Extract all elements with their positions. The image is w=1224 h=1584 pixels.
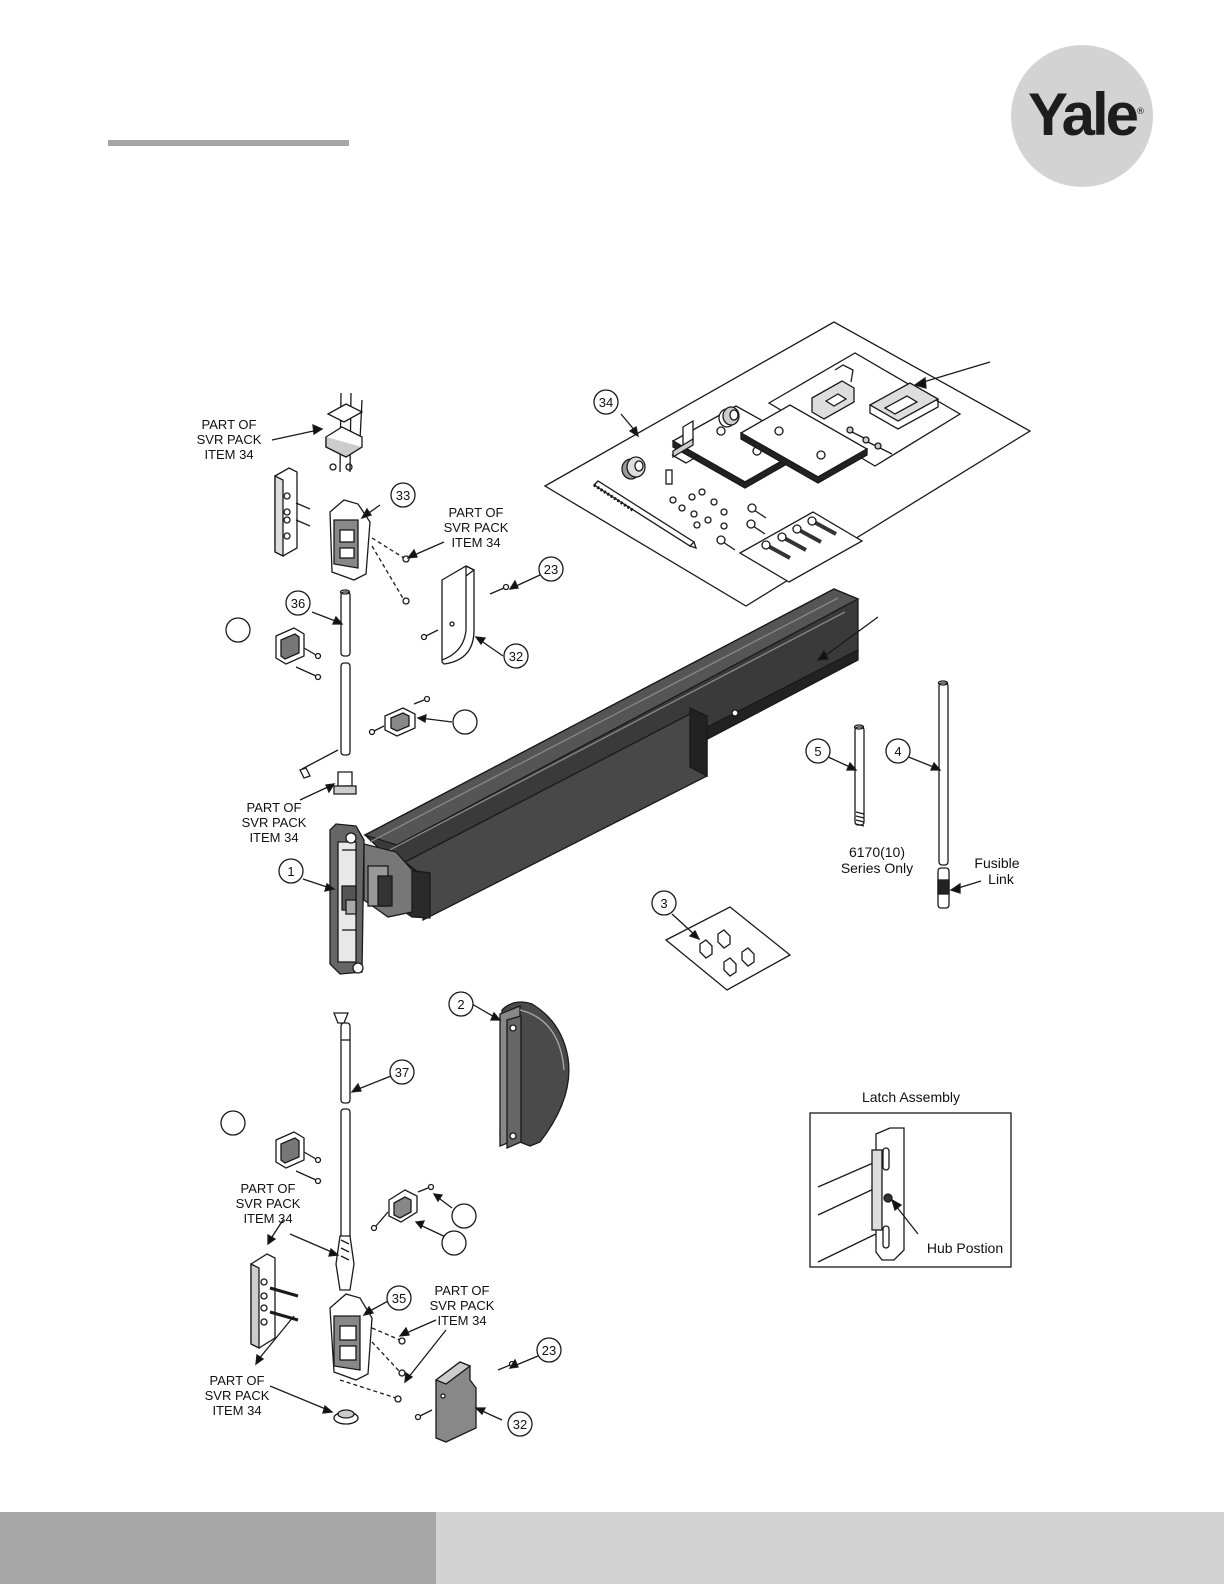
- svr-label-line: ITEM 34: [212, 1403, 261, 1418]
- callout-36: 36: [291, 596, 305, 611]
- callout-35: 35: [392, 1291, 406, 1306]
- upper-rod-guide: [226, 618, 321, 680]
- callout-2: 2: [457, 997, 464, 1012]
- callout-23-bottom: 23: [542, 1343, 556, 1358]
- footer-bar-left: [0, 1512, 436, 1584]
- callout-23-top: 23: [544, 562, 558, 577]
- svr-pack-label-2: PART OF SVR PACK ITEM 34: [444, 505, 509, 550]
- latch-assembly-title: Latch Assembly: [862, 1089, 960, 1105]
- callout-3: 3: [660, 896, 667, 911]
- svr-label-line: SVR PACK: [430, 1298, 495, 1313]
- svr-pack-label-6: PART OF SVR PACK ITEM 34: [205, 1373, 270, 1418]
- exit-device-bar: [364, 589, 878, 920]
- svr-label-line: SVR PACK: [197, 432, 262, 447]
- svr-label-line: ITEM 34: [249, 830, 298, 845]
- callout-37: 37: [395, 1065, 409, 1080]
- svr-label-line: PART OF: [449, 505, 504, 520]
- svr-label-line: PART OF: [210, 1373, 265, 1388]
- svr-pack-label-3: PART OF SVR PACK ITEM 34: [242, 800, 307, 845]
- spacer-kit: [666, 907, 790, 990]
- svr-pack-label-4: PART OF SVR PACK ITEM 34: [236, 1181, 301, 1226]
- hub-position-label: Hub Postion: [927, 1240, 1003, 1256]
- callout-33: 33: [396, 488, 410, 503]
- callout-5: 5: [814, 744, 821, 759]
- lower-guide-clip: [372, 1185, 477, 1256]
- svr-label-line: ITEM 34: [437, 1313, 486, 1328]
- top-cover: [422, 566, 509, 664]
- footer-bar-right: [436, 1512, 1224, 1584]
- series-note-line-2: Series Only: [841, 860, 913, 876]
- lower-rod-guide: [221, 1111, 321, 1184]
- svr-pack-kit: [545, 322, 1030, 606]
- svr-label-line: PART OF: [241, 1181, 296, 1196]
- svr-label-line: PART OF: [247, 800, 302, 815]
- svr-label-line: PART OF: [435, 1283, 490, 1298]
- fusible-link-line-2: Link: [988, 871, 1015, 887]
- callout-32-bottom: 32: [513, 1417, 527, 1432]
- svr-label-line: ITEM 34: [243, 1211, 292, 1226]
- bottom-cover: [416, 1362, 515, 1443]
- end-cap: [500, 1002, 569, 1148]
- series-note-line-1: 6170(10): [849, 844, 905, 860]
- long-rod: [938, 681, 981, 908]
- svr-label-line: SVR PACK: [242, 815, 307, 830]
- top-latch-assembly: [275, 393, 409, 604]
- svr-label-line: SVR PACK: [236, 1196, 301, 1211]
- chassis-plate: [330, 824, 364, 974]
- svr-label-line: SVR PACK: [444, 520, 509, 535]
- callout-32-top: 32: [509, 649, 523, 664]
- fusible-link-line-1: Fusible: [974, 855, 1019, 871]
- svr-pack-label-5: PART OF SVR PACK ITEM 34: [430, 1283, 495, 1328]
- callout-34: 34: [599, 395, 613, 410]
- upper-vertical-rod: [300, 590, 356, 794]
- svr-label-line: PART OF: [202, 417, 257, 432]
- callout-1: 1: [287, 864, 294, 879]
- upper-guide-clip: [370, 697, 478, 737]
- callout-4: 4: [894, 744, 901, 759]
- svr-pack-label-1: PART OF SVR PACK ITEM 34: [197, 417, 262, 462]
- svr-label-line: SVR PACK: [205, 1388, 270, 1403]
- short-rod: [855, 725, 865, 826]
- svr-label-line: ITEM 34: [451, 535, 500, 550]
- svr-label-line: ITEM 34: [204, 447, 253, 462]
